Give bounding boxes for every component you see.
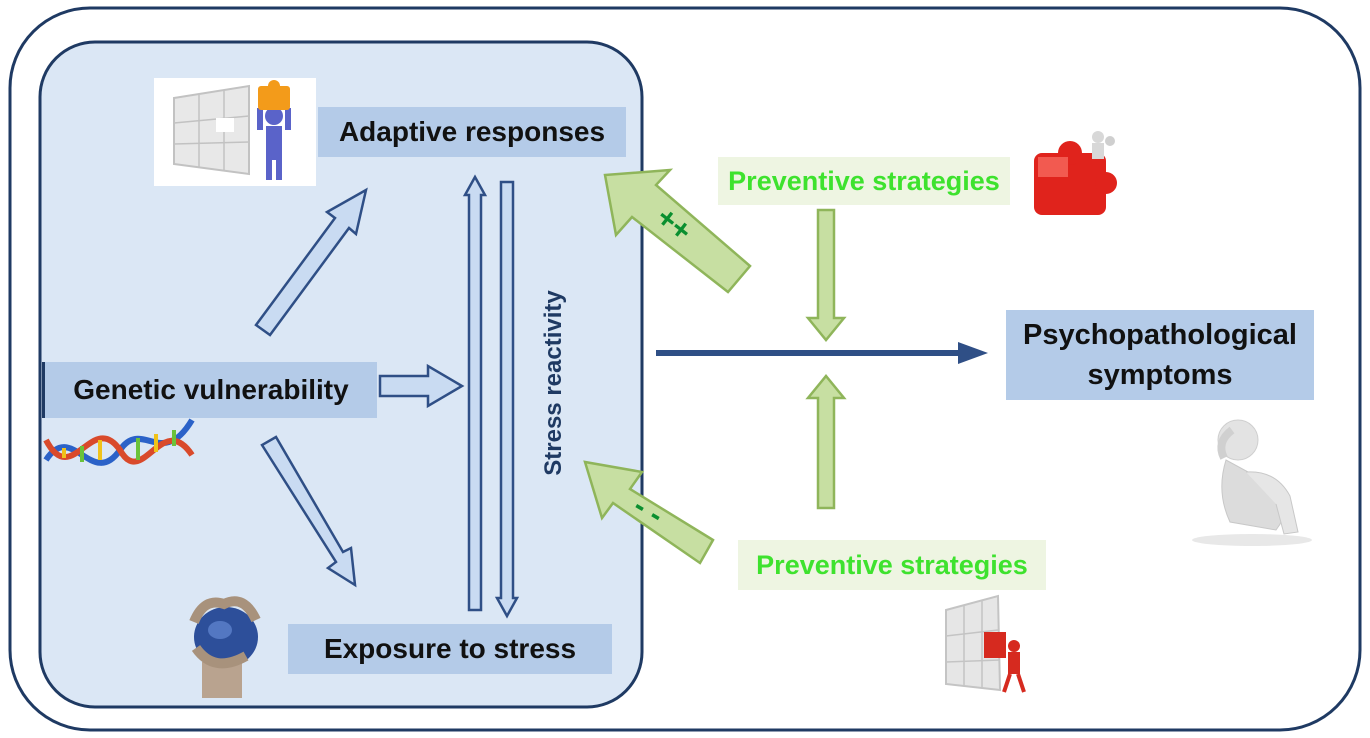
preventive-strategies-top-text: Preventive strategies xyxy=(728,165,1000,196)
psychopathological-symptoms-label: Psychopathological symptoms xyxy=(1006,310,1314,400)
exposure-to-stress-label: Exposure to stress xyxy=(288,624,612,674)
psychopathological-text: Psychopathological xyxy=(1023,319,1297,351)
adaptive-responses-label: Adaptive responses xyxy=(318,107,626,157)
dna-helix-icon xyxy=(42,400,200,492)
arrow-genetic-to-reactivity xyxy=(378,363,465,409)
green-arrow-plus xyxy=(603,168,752,294)
red-puzzle-piece-icon xyxy=(1028,125,1120,223)
green-arrow-minus xyxy=(583,460,715,565)
arrow-vertical-up xyxy=(462,174,488,612)
preventive-strategies-bottom-label: Preventive strategies xyxy=(738,540,1046,590)
sad-person-icon xyxy=(1186,412,1318,546)
symptoms-text: symptoms xyxy=(1087,359,1233,391)
arrow-genetic-to-adaptive xyxy=(254,187,368,337)
genetic-vulnerability-text: Genetic vulnerability xyxy=(73,374,349,405)
genetic-vulnerability-label: Genetic vulnerability xyxy=(42,362,377,418)
stress-ball-hand-icon xyxy=(184,592,268,698)
exposure-to-stress-text: Exposure to stress xyxy=(323,633,577,664)
arrow-vertical-down xyxy=(494,180,520,619)
arrow-genetic-to-exposure xyxy=(260,435,357,588)
preventive-strategies-bottom-text: Preventive strategies xyxy=(756,549,1028,580)
stress-reactivity-label: Stress reactivity xyxy=(540,290,567,476)
green-arrow-down xyxy=(805,208,847,342)
green-arrow-up xyxy=(805,374,847,510)
adaptive-responses-text: Adaptive responses xyxy=(338,116,606,147)
arrow-to-symptoms-head xyxy=(958,342,988,364)
puzzle-wall-icon xyxy=(938,590,1034,696)
preventive-strategies-top-label: Preventive strategies xyxy=(718,157,1010,205)
puzzle-person-icon xyxy=(154,78,316,186)
